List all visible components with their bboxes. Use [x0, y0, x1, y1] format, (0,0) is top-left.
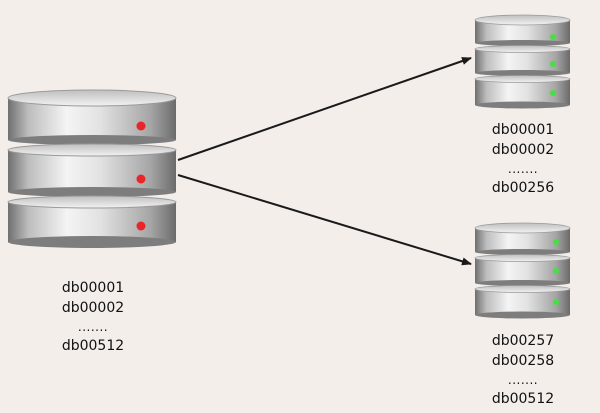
arrow-to-bottom-group — [177, 174, 472, 266]
source-label-first: db00001 — [61, 280, 125, 296]
target-top-status-dot — [550, 61, 556, 67]
source-status-dot — [136, 221, 146, 231]
target-top-label-first: db00001 — [491, 122, 555, 138]
target-bottom-database-icon — [474, 222, 571, 319]
target-top-label-ellipsis: ....... — [507, 162, 539, 176]
target-top-labels: db00001 db00002 ....... db00256 — [478, 120, 568, 198]
target-bottom-label-second: db00258 — [491, 353, 555, 369]
target-top-disk — [474, 45, 571, 76]
target-bottom-disk — [474, 285, 571, 319]
source-disk — [7, 195, 177, 248]
target-top-label-second: db00002 — [491, 142, 555, 158]
target-top-database-icon — [474, 14, 571, 109]
target-bottom-status-dot — [553, 299, 559, 305]
target-bottom-status-dot — [553, 268, 559, 274]
source-label-ellipsis: ....... — [77, 320, 109, 334]
target-top-status-dot — [550, 34, 556, 40]
target-top-label-last: db00256 — [491, 180, 555, 196]
source-database-icon — [7, 89, 177, 248]
target-bottom-disk — [474, 254, 571, 286]
target-bottom-label-last: db00512 — [491, 391, 555, 407]
source-status-dot — [136, 121, 146, 131]
target-bottom-labels: db00257 db00258 ....... db00512 — [478, 331, 568, 409]
target-top-disk — [474, 75, 571, 109]
source-labels: db00001 db00002 ....... db00512 — [48, 278, 138, 356]
source-label-second: db00002 — [61, 300, 125, 316]
source-label-last: db00512 — [61, 338, 125, 354]
source-status-dot — [136, 174, 146, 184]
arrow-to-top-group — [177, 57, 472, 161]
target-bottom-label-first: db00257 — [491, 333, 555, 349]
target-bottom-status-dot — [553, 239, 559, 245]
source-disk — [7, 89, 177, 145]
source-disk — [7, 143, 177, 197]
target-bottom-disk — [474, 222, 571, 255]
target-bottom-label-ellipsis: ....... — [507, 373, 539, 387]
target-top-status-dot — [550, 90, 556, 96]
target-top-disk — [474, 14, 571, 46]
